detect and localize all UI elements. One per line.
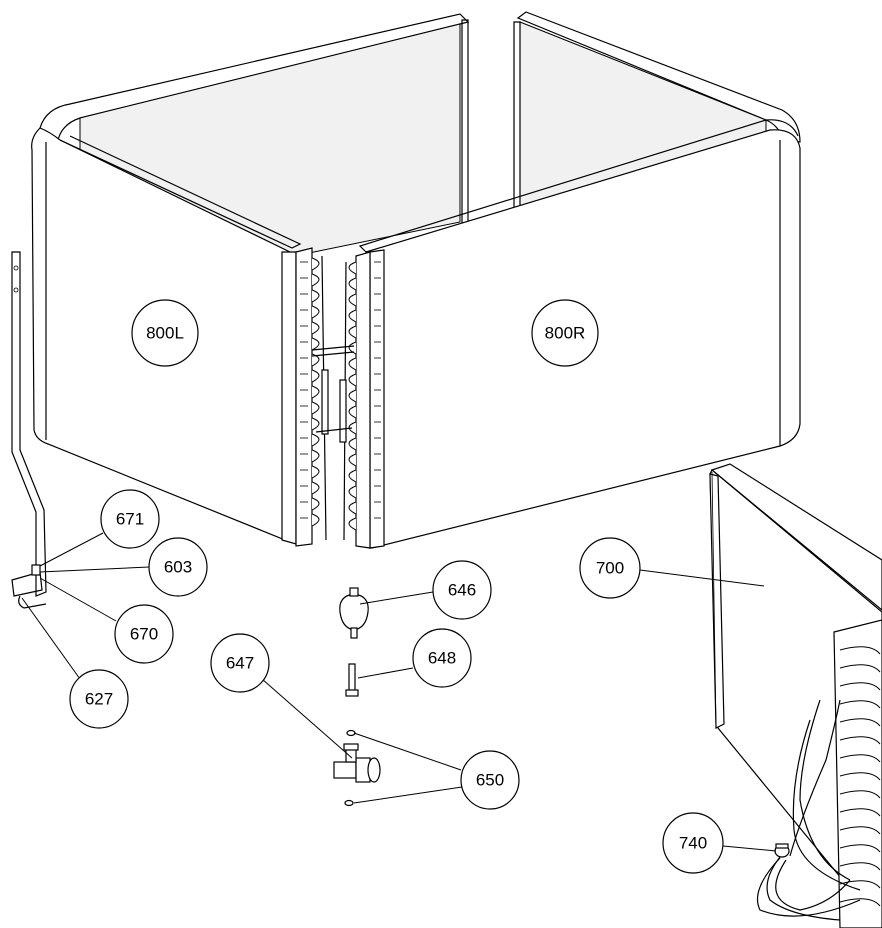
callout-700-label: 700 <box>596 559 624 578</box>
callout-671-label: 671 <box>116 510 144 529</box>
callout-648-label: 648 <box>428 649 456 668</box>
part-647-valve <box>333 743 381 783</box>
callout-670-label: 670 <box>130 625 158 644</box>
coil-housing-assembly <box>31 11 801 549</box>
callout-627: 627 <box>69 669 129 729</box>
callout-646: 646 <box>432 560 492 620</box>
part-650-washers <box>344 729 356 807</box>
callout-800L: 800L <box>131 299 199 367</box>
left-coil-end-plate <box>281 247 327 547</box>
part-740-fitting <box>774 843 790 858</box>
callout-800R: 800R <box>531 299 599 367</box>
callout-800L-label: 800L <box>146 324 184 343</box>
callout-650-label: 650 <box>476 771 504 790</box>
callout-627-label: 627 <box>85 690 113 709</box>
center-manifold <box>311 345 355 443</box>
part-648-pin <box>345 663 359 697</box>
callout-648: 648 <box>412 628 472 688</box>
part-646-accumulator <box>339 587 369 639</box>
back-coil-right <box>513 21 521 213</box>
callout-647: 647 <box>210 633 270 693</box>
leader-lines <box>21 532 777 852</box>
callout-670: 670 <box>114 604 174 664</box>
callout-650: 650 <box>460 750 520 810</box>
callout-603: 603 <box>148 537 208 597</box>
right-coil-end-plate <box>343 249 385 549</box>
callout-647-label: 647 <box>226 654 254 673</box>
callout-700: 700 <box>579 537 641 599</box>
back-coil-left <box>461 19 469 226</box>
part-700-coil <box>709 463 882 928</box>
callout-740: 740 <box>662 812 724 874</box>
left-pipe-assembly <box>11 251 47 609</box>
callout-800R-label: 800R <box>545 324 586 343</box>
callout-646-label: 646 <box>448 581 476 600</box>
callout-740-label: 740 <box>679 834 707 853</box>
callout-671: 671 <box>100 489 160 549</box>
callout-603-label: 603 <box>164 558 192 577</box>
